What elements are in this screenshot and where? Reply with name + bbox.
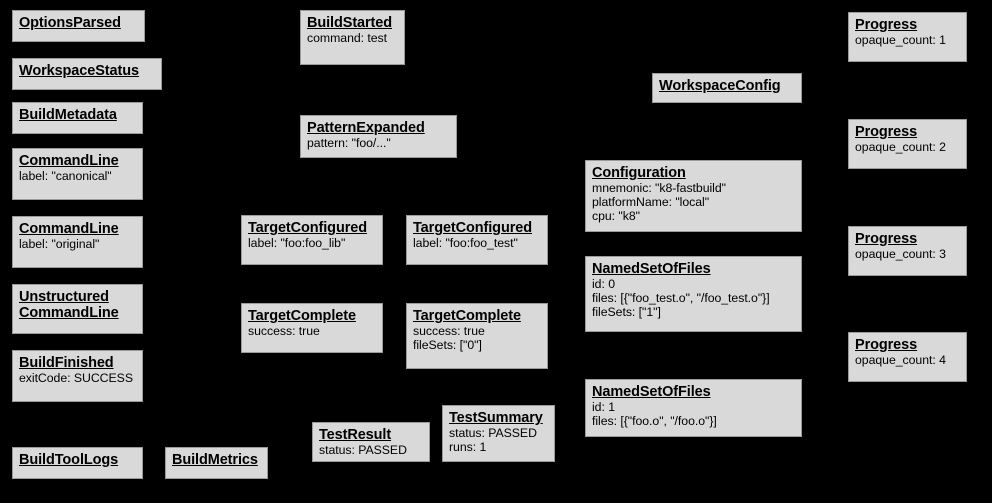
node-field: id: 0 bbox=[592, 277, 615, 292]
node-field: files: [{"foo.o", "/foo.o"}] bbox=[592, 414, 717, 428]
node-build-tool-logs[interactable]: BuildToolLogs bbox=[12, 447, 143, 479]
node-title: WorkspaceStatus bbox=[19, 63, 139, 79]
node-field: exitCode: SUCCESS bbox=[19, 371, 133, 386]
node-build-metrics[interactable]: BuildMetrics bbox=[165, 447, 268, 479]
node-title: Progress bbox=[855, 231, 918, 247]
node-title: TargetComplete bbox=[413, 308, 521, 324]
node-field: mnemonic: "k8-fastbuild" bbox=[592, 181, 726, 196]
node-title: BuildStarted bbox=[307, 15, 393, 31]
node-title: BuildFinished bbox=[19, 355, 114, 371]
node-field: label: "foo:foo_test" bbox=[413, 236, 518, 251]
node-title: CommandLine bbox=[19, 221, 119, 237]
node-field: label: "foo:foo_lib" bbox=[248, 236, 346, 251]
node-title: Unstructured CommandLine bbox=[19, 289, 119, 322]
node-workspace-status[interactable]: WorkspaceStatus bbox=[12, 58, 162, 90]
node-workspace-config[interactable]: WorkspaceConfig bbox=[652, 73, 802, 103]
node-title: NamedSetOfFiles bbox=[592, 384, 711, 400]
node-title: NamedSetOfFiles bbox=[592, 261, 711, 277]
node-title: WorkspaceConfig bbox=[659, 78, 781, 94]
node-title: PatternExpanded bbox=[307, 120, 425, 136]
node-title: OptionsParsed bbox=[19, 15, 121, 31]
node-field: id: 1 bbox=[592, 400, 615, 415]
node-title: BuildMetrics bbox=[172, 452, 258, 468]
node-field: cpu: "k8" bbox=[592, 208, 640, 223]
node-field: pattern: "foo/..." bbox=[307, 136, 391, 151]
node-title: BuildToolLogs bbox=[19, 452, 119, 468]
node-field: fileSets: ["0"] bbox=[413, 338, 482, 352]
node-title: TestResult bbox=[319, 427, 392, 443]
node-title: TargetConfigured bbox=[248, 220, 367, 236]
node-title: Progress bbox=[855, 124, 918, 140]
node-title: CommandLine bbox=[19, 153, 119, 169]
node-field: platformName: "local" bbox=[592, 195, 710, 209]
node-field: success: true bbox=[248, 324, 320, 339]
node-field: success: true bbox=[413, 324, 485, 339]
node-field: label: "original" bbox=[19, 237, 100, 252]
node-title: TargetConfigured bbox=[413, 220, 532, 236]
node-field: opaque_count: 2 bbox=[855, 140, 946, 155]
node-field: label: "canonical" bbox=[19, 169, 112, 184]
node-options-parsed[interactable]: OptionsParsed bbox=[12, 10, 145, 42]
node-field: status: PASSED bbox=[319, 443, 407, 458]
node-field: status: PASSED bbox=[449, 426, 537, 441]
node-field: command: test bbox=[307, 31, 387, 46]
node-title: Progress bbox=[855, 337, 918, 353]
node-field: opaque_count: 3 bbox=[855, 247, 946, 262]
node-field: fileSets: ["1"] bbox=[592, 304, 661, 319]
node-unstructured-command-line[interactable]: Unstructured CommandLine bbox=[12, 284, 143, 334]
node-title: Progress bbox=[855, 17, 918, 33]
node-title: TargetComplete bbox=[248, 308, 356, 324]
node-title: TestSummary bbox=[449, 410, 543, 426]
node-build-metadata[interactable]: BuildMetadata bbox=[12, 102, 143, 134]
node-title: Configuration bbox=[592, 165, 686, 181]
node-field: opaque_count: 1 bbox=[855, 33, 946, 48]
node-title: BuildMetadata bbox=[19, 107, 117, 123]
node-field: files: [{"foo_test.o", "/foo_test.o"}] bbox=[592, 291, 770, 305]
node-field: opaque_count: 4 bbox=[855, 353, 946, 368]
node-field: runs: 1 bbox=[449, 440, 487, 454]
